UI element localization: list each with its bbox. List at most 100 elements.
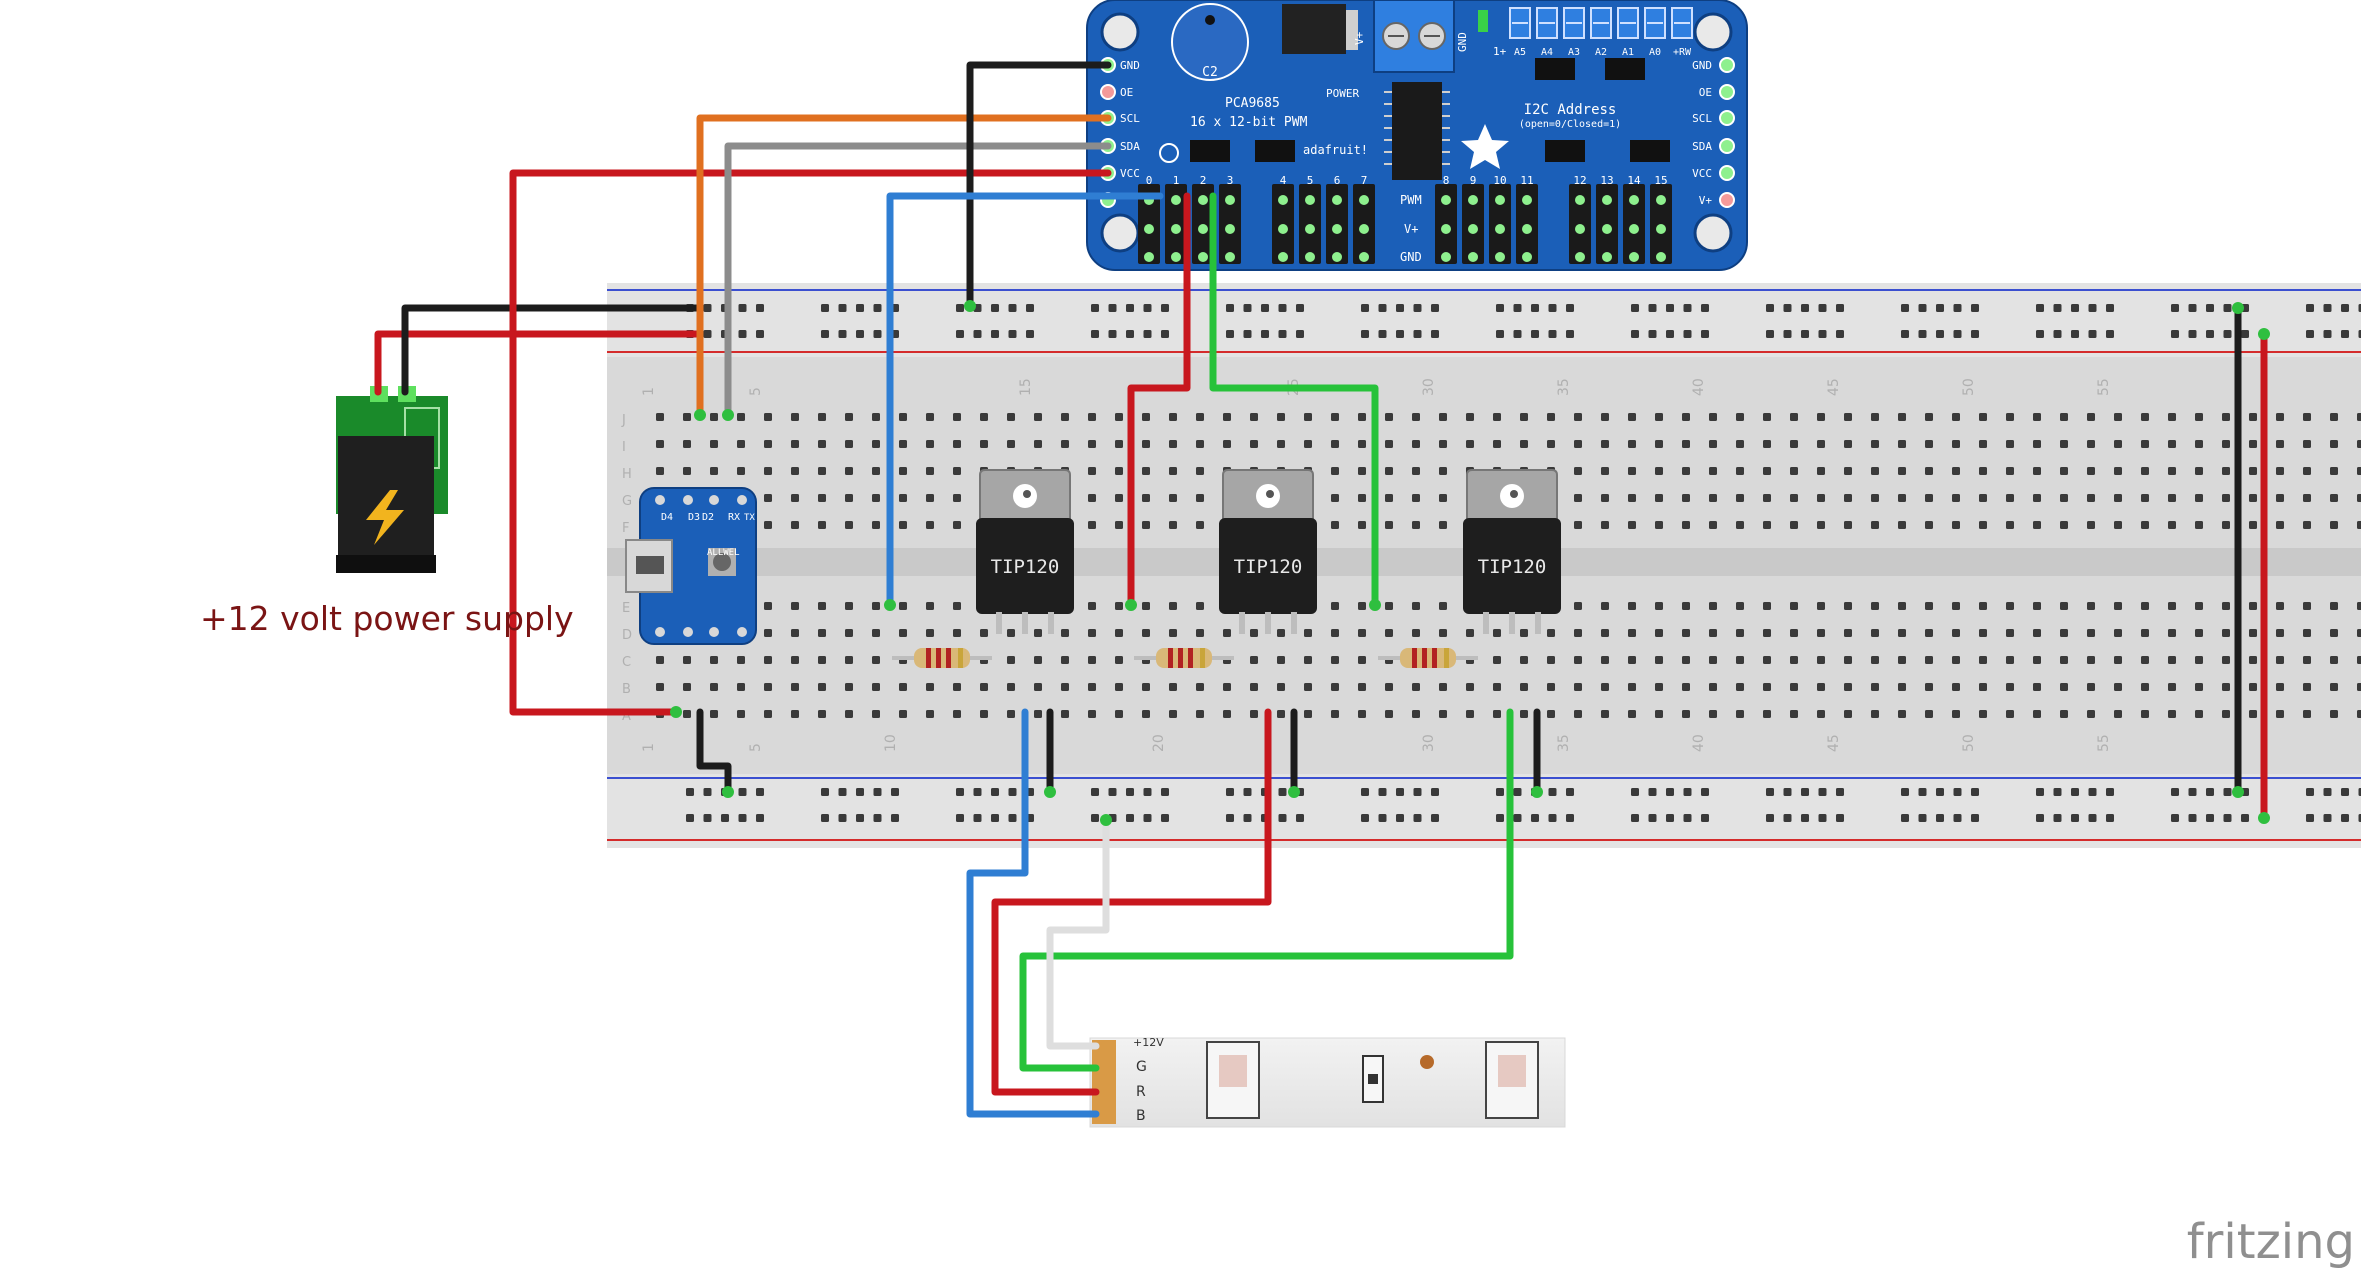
row-label-j: J: [621, 413, 626, 428]
pwm-left-pin-oe[interactable]: [1100, 84, 1116, 100]
wire-endpoint: [1288, 786, 1300, 798]
address-pin-label: A5: [1514, 47, 1526, 58]
chip-name-label: PCA9685: [1225, 96, 1280, 111]
pwm-right-pin-label: SDA: [1692, 140, 1712, 153]
header-vplus-label: V+: [1404, 222, 1418, 236]
wire-channel-2[interactable]: [1209, 192, 1379, 609]
trinket-pin-rx: RX: [728, 512, 740, 523]
wire-strip-r[interactable]: [991, 708, 1272, 1096]
wires: [374, 61, 2268, 1118]
trinket-pin-d2: D2: [702, 512, 714, 523]
mounting-hole: [1100, 12, 1140, 52]
dc-power-jack[interactable]: [336, 386, 448, 573]
i2c-address-title: I2C Address: [1524, 102, 1617, 118]
col-num-55-bottom: 55: [2096, 734, 2112, 752]
wire-endpoint: [2258, 328, 2270, 340]
channel-number-label: 2: [1200, 174, 1207, 187]
pwm-right-pin-label: V+: [1699, 194, 1713, 207]
col-num-10-bottom: 10: [883, 734, 899, 752]
wire-gnd-jack[interactable]: [401, 304, 704, 396]
wire-endpoint: [722, 786, 734, 798]
wire-strip-g[interactable]: [1019, 708, 1514, 1072]
wire-channel-0[interactable]: [886, 192, 1164, 609]
wire-endpoint: [2232, 786, 2244, 798]
pwm-right-pin-oe[interactable]: [1719, 84, 1735, 100]
power-led: [1478, 10, 1488, 32]
tip120-transistor: TIP120: [1463, 469, 1561, 634]
trinket-pin-tx: TX: [744, 513, 755, 523]
fritzing-logo: fritzing: [2187, 1214, 2355, 1269]
rgb-led-strip: +12V G R B: [1089, 958, 1566, 1198]
col-num-1-bottom: 1: [641, 743, 657, 752]
row-label-d: D: [622, 628, 632, 643]
address-pin-label: A1: [1622, 47, 1634, 58]
tip120-transistor: TIP120: [976, 469, 1074, 634]
wire-endpoint: [2258, 812, 2270, 824]
col-num-30-top: 30: [1421, 378, 1437, 396]
row-label-c: C: [622, 655, 631, 670]
col-num-55-top: 55: [2096, 378, 2112, 396]
c-mark-icon: [1159, 143, 1179, 163]
smd-resistor-arrays: [1190, 58, 1670, 162]
pwm-right-pin-sda[interactable]: [1719, 138, 1735, 154]
terminal-gnd-label: GND: [1456, 32, 1469, 52]
col-num-1-top: 1: [641, 387, 657, 396]
col-num-45-top: 45: [1826, 378, 1842, 396]
pwm-right-pin-label: VCC: [1692, 167, 1712, 180]
pwm-left-pin-label: SCL: [1120, 112, 1140, 125]
row-label-h: H: [622, 467, 632, 482]
address-pin-label: A4: [1541, 47, 1553, 58]
pwm-right-pin-vcc[interactable]: [1719, 165, 1735, 181]
strip-marker: [1420, 1055, 1434, 1069]
channel-number-label: 5: [1307, 174, 1314, 187]
pwm-right-pin-label: SCL: [1692, 112, 1712, 125]
resistor: [1378, 648, 1478, 668]
mounting-hole: [1693, 12, 1733, 52]
wire-vcc[interactable]: [509, 169, 1112, 716]
wire-channel-1[interactable]: [1127, 192, 1191, 609]
wire-strip-b[interactable]: [966, 708, 1100, 1118]
trinket-microcontroller: D4 D3 D2 RX TX ALLWEL: [625, 487, 757, 645]
trinket-pin-d4: D4: [661, 512, 673, 523]
wire-endpoint: [1100, 814, 1112, 826]
col-num-5-top: 5: [748, 387, 764, 396]
pwm-left-pin-label: OE: [1120, 86, 1133, 99]
capacitor-label: C2: [1202, 65, 1218, 80]
transistor-label: TIP120: [991, 556, 1060, 578]
wire-endpoint: [964, 300, 976, 312]
channel-number-label: 6: [1334, 174, 1341, 187]
strip-pin-r: R: [1136, 1084, 1146, 1100]
pca9685-chip: [1392, 82, 1442, 180]
wire-pwm-gnd[interactable]: [966, 61, 1112, 310]
pwm-left-pin-label: GND: [1120, 59, 1140, 72]
wire-sda[interactable]: [724, 142, 1112, 419]
pwm-left-pin-label: VCC: [1120, 167, 1140, 180]
pwm-right-pin-gnd[interactable]: [1719, 57, 1735, 73]
strip-pin-g: G: [1136, 1059, 1147, 1075]
pwm-right-pin-v+[interactable]: [1719, 192, 1735, 208]
wire-strip-12v[interactable]: [1046, 816, 1110, 1050]
channel-number-label: 13: [1600, 174, 1613, 187]
channel-number-label: 0: [1146, 174, 1153, 187]
resistor: [1134, 648, 1234, 668]
wire-12v-jack[interactable]: [374, 330, 704, 396]
row-label-b: B: [622, 682, 631, 697]
channel-number-label: 4: [1280, 174, 1287, 187]
channel-number-label: 3: [1227, 174, 1234, 187]
resistor: [892, 648, 992, 668]
channel-number-label: 14: [1627, 174, 1641, 187]
addr-1plus-label: 1+: [1493, 45, 1507, 58]
brand-label: adafruit!: [1303, 143, 1368, 157]
header-gnd-label: GND: [1400, 250, 1422, 264]
wire-trinket-gnd[interactable]: [696, 708, 732, 796]
capacitor: [1171, 3, 1249, 81]
wire-endpoint: [1125, 599, 1137, 611]
strip-pin-b: B: [1136, 1108, 1146, 1124]
pwm-right-pin-scl[interactable]: [1719, 110, 1735, 126]
trinket-label: ALLWEL: [707, 548, 740, 558]
address-pin-label: +RW: [1673, 47, 1692, 58]
